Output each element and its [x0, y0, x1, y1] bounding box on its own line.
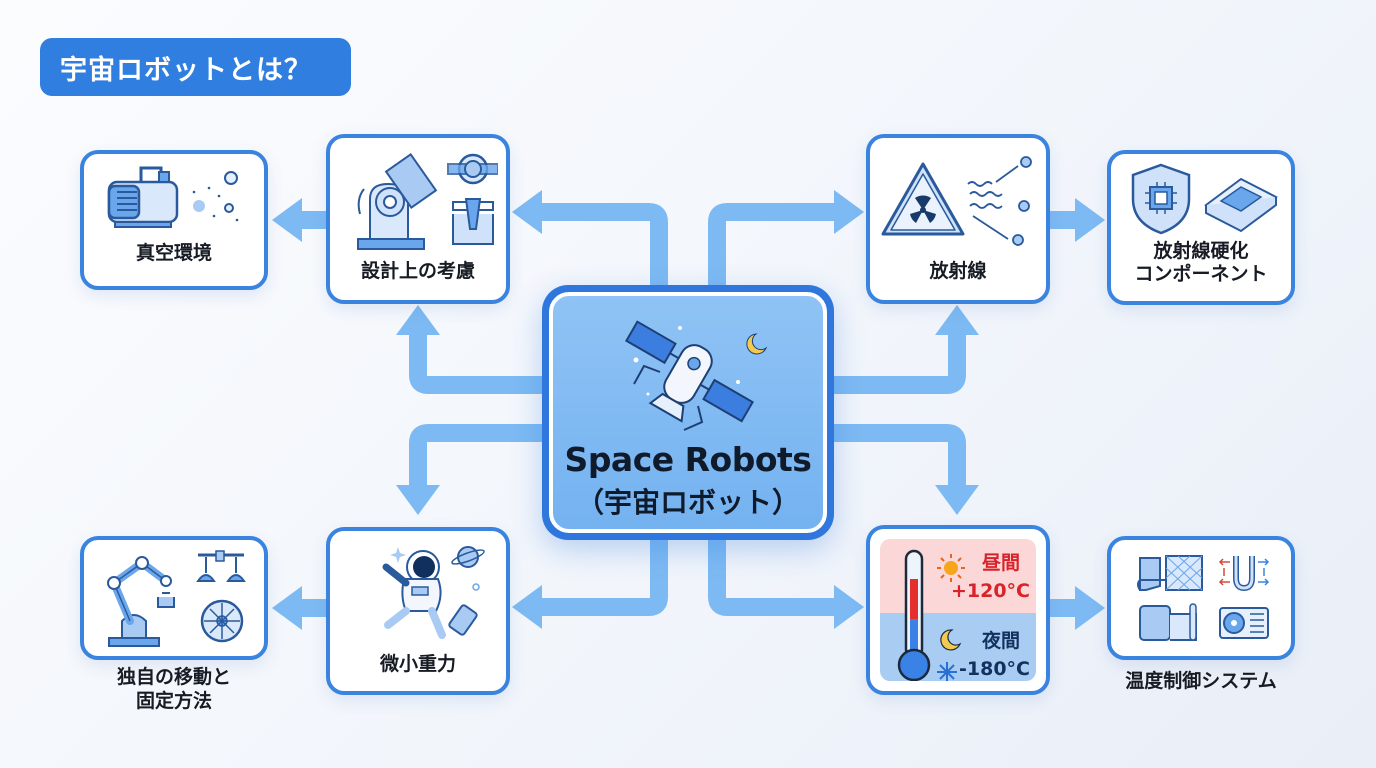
- node-radiation: 放射線: [866, 134, 1050, 304]
- node-label: 微小重力: [379, 653, 456, 675]
- center-subtitle: （宇宙ロボット）: [575, 486, 800, 519]
- node-label: 真空環境: [135, 242, 212, 264]
- snowflake-icon: [937, 662, 957, 681]
- night-temperature: -180°C: [959, 658, 1030, 680]
- mobility-label-line2: 固定方法: [135, 689, 212, 712]
- robot-joint-seal-icon: [330, 138, 506, 260]
- thermal-control-icon: [1111, 540, 1291, 656]
- thermometer-icon: [897, 549, 931, 681]
- node-vacuum-environment: 真空環境: [80, 150, 268, 290]
- floating-astronaut-icon: [330, 531, 506, 653]
- thermal-control-label: 温度制御システム: [1125, 670, 1277, 692]
- page-title-text: 宇宙ロボットとは？: [60, 54, 312, 86]
- mobility-label: 独自の移動と 固定方法: [80, 666, 268, 714]
- node-radiation-hardened-components: 放射線硬化 コンポーネント: [1107, 150, 1295, 305]
- center-node-space-robots: Space Robots （宇宙ロボット）: [542, 285, 834, 540]
- node-temperature-extremes: 昼間 +120°C 夜間 -180°C: [866, 525, 1050, 695]
- temperature-panel: 昼間 +120°C 夜間 -180°C: [880, 539, 1036, 681]
- satellite-robot-icon: [588, 314, 788, 434]
- node-design-considerations: 設計上の考慮: [326, 134, 510, 304]
- radiation-warning-icon: [870, 138, 1046, 260]
- page-title: 宇宙ロボットとは？: [40, 38, 351, 96]
- center-title: Space Robots: [564, 440, 812, 479]
- robot-arm-gripper-wheel-icon: [84, 540, 264, 656]
- day-label: 昼間: [981, 552, 1020, 574]
- night-label: 夜間: [981, 630, 1020, 652]
- day-temperature: +120°C: [950, 580, 1030, 602]
- vacuum-pump-icon: [84, 154, 264, 242]
- node-unique-mobility-anchoring: [80, 536, 268, 660]
- shielded-chip-icon: [1111, 154, 1291, 240]
- sun-icon: [937, 554, 965, 582]
- node-thermal-control-system: [1107, 536, 1295, 660]
- mobility-label-line1: 独自の移動と: [116, 666, 231, 688]
- node-microgravity: 微小重力: [326, 527, 510, 695]
- node-label-line1: 放射線硬化: [1153, 240, 1249, 262]
- node-label: 放射線: [929, 260, 987, 282]
- moon-icon: [940, 629, 962, 651]
- node-label: 設計上の考慮: [360, 260, 475, 282]
- node-label-line2: コンポーネント: [1134, 262, 1268, 285]
